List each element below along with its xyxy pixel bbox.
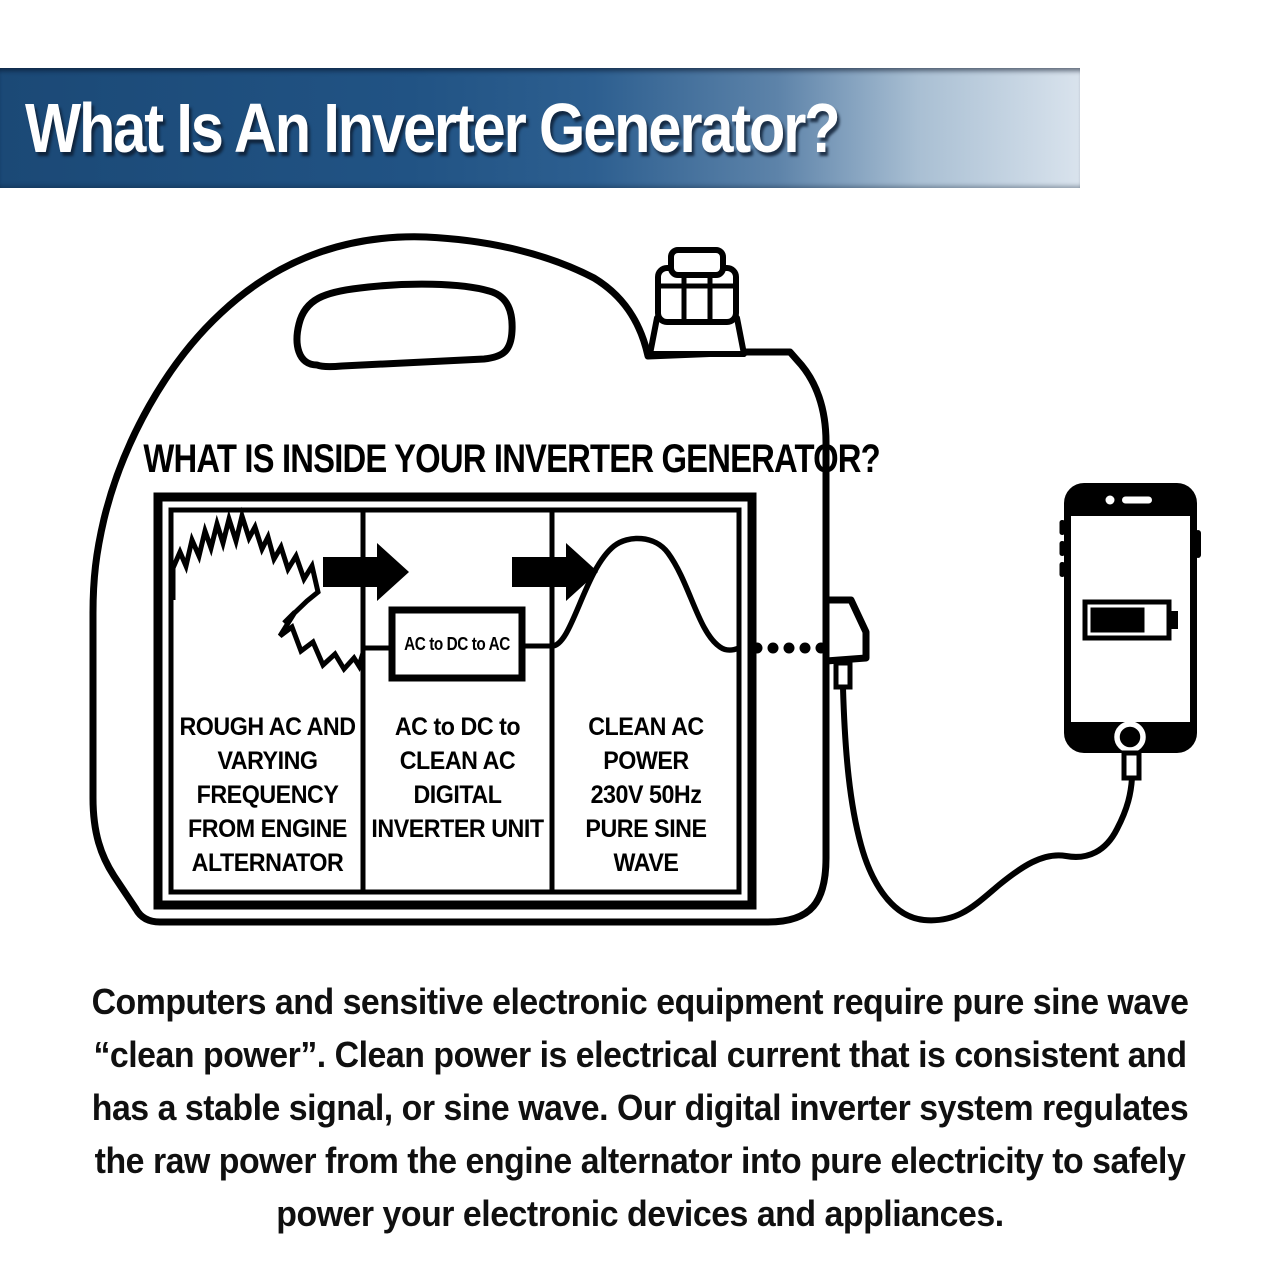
rough-ac-waveform-icon xyxy=(170,506,366,674)
charging-cable-icon xyxy=(840,687,1135,924)
camera-icon xyxy=(1105,495,1115,505)
page-title: What Is An Inverter Generator? xyxy=(25,89,841,167)
panel-label-inverter-unit: AC to DC to CLEAN AC DIGITAL INVERTER UN… xyxy=(371,713,544,843)
sine-wave-icon xyxy=(551,535,741,653)
arrow-right-icon xyxy=(512,543,598,601)
smartphone-icon xyxy=(1059,483,1201,781)
header-banner: What Is An Inverter Generator? xyxy=(0,68,1080,188)
signal-line xyxy=(363,643,552,651)
panel-label-rough-ac: ROUGH AC AND VARYING FREQUENCY FROM ENGI… xyxy=(179,713,356,877)
converter-box-label: AC to DC to AC xyxy=(404,633,510,654)
home-button-icon xyxy=(1114,721,1146,753)
description-paragraph: Computers and sensitive electronic equip… xyxy=(38,975,1241,1240)
cable-connector xyxy=(1121,750,1142,781)
ac-dc-converter-box xyxy=(388,606,526,682)
paragraph-line: power your electronic devices and applia… xyxy=(276,1193,1004,1234)
arrow-right-icon xyxy=(323,543,409,601)
paragraph-line: has a stable signal, or sine wave. Our d… xyxy=(91,1087,1189,1128)
fuel-cap-icon xyxy=(647,247,747,357)
battery-icon xyxy=(1082,599,1178,641)
paragraph-line: the raw power from the engine alternator… xyxy=(94,1140,1186,1181)
power-plug-icon xyxy=(822,596,870,690)
panel-label-clean-ac: CLEAN AC POWER 230V 50Hz PURE SINE WAVE xyxy=(585,713,707,877)
paragraph-line: Computers and sensitive electronic equip… xyxy=(91,981,1189,1022)
paragraph-line: “clean power”. Clean power is electrical… xyxy=(93,1034,1187,1075)
speaker-icon xyxy=(1122,496,1152,504)
inside-generator-title: WHAT IS INSIDE YOUR INVERTER GENERATOR? xyxy=(143,437,880,481)
handle-icon xyxy=(293,280,516,371)
